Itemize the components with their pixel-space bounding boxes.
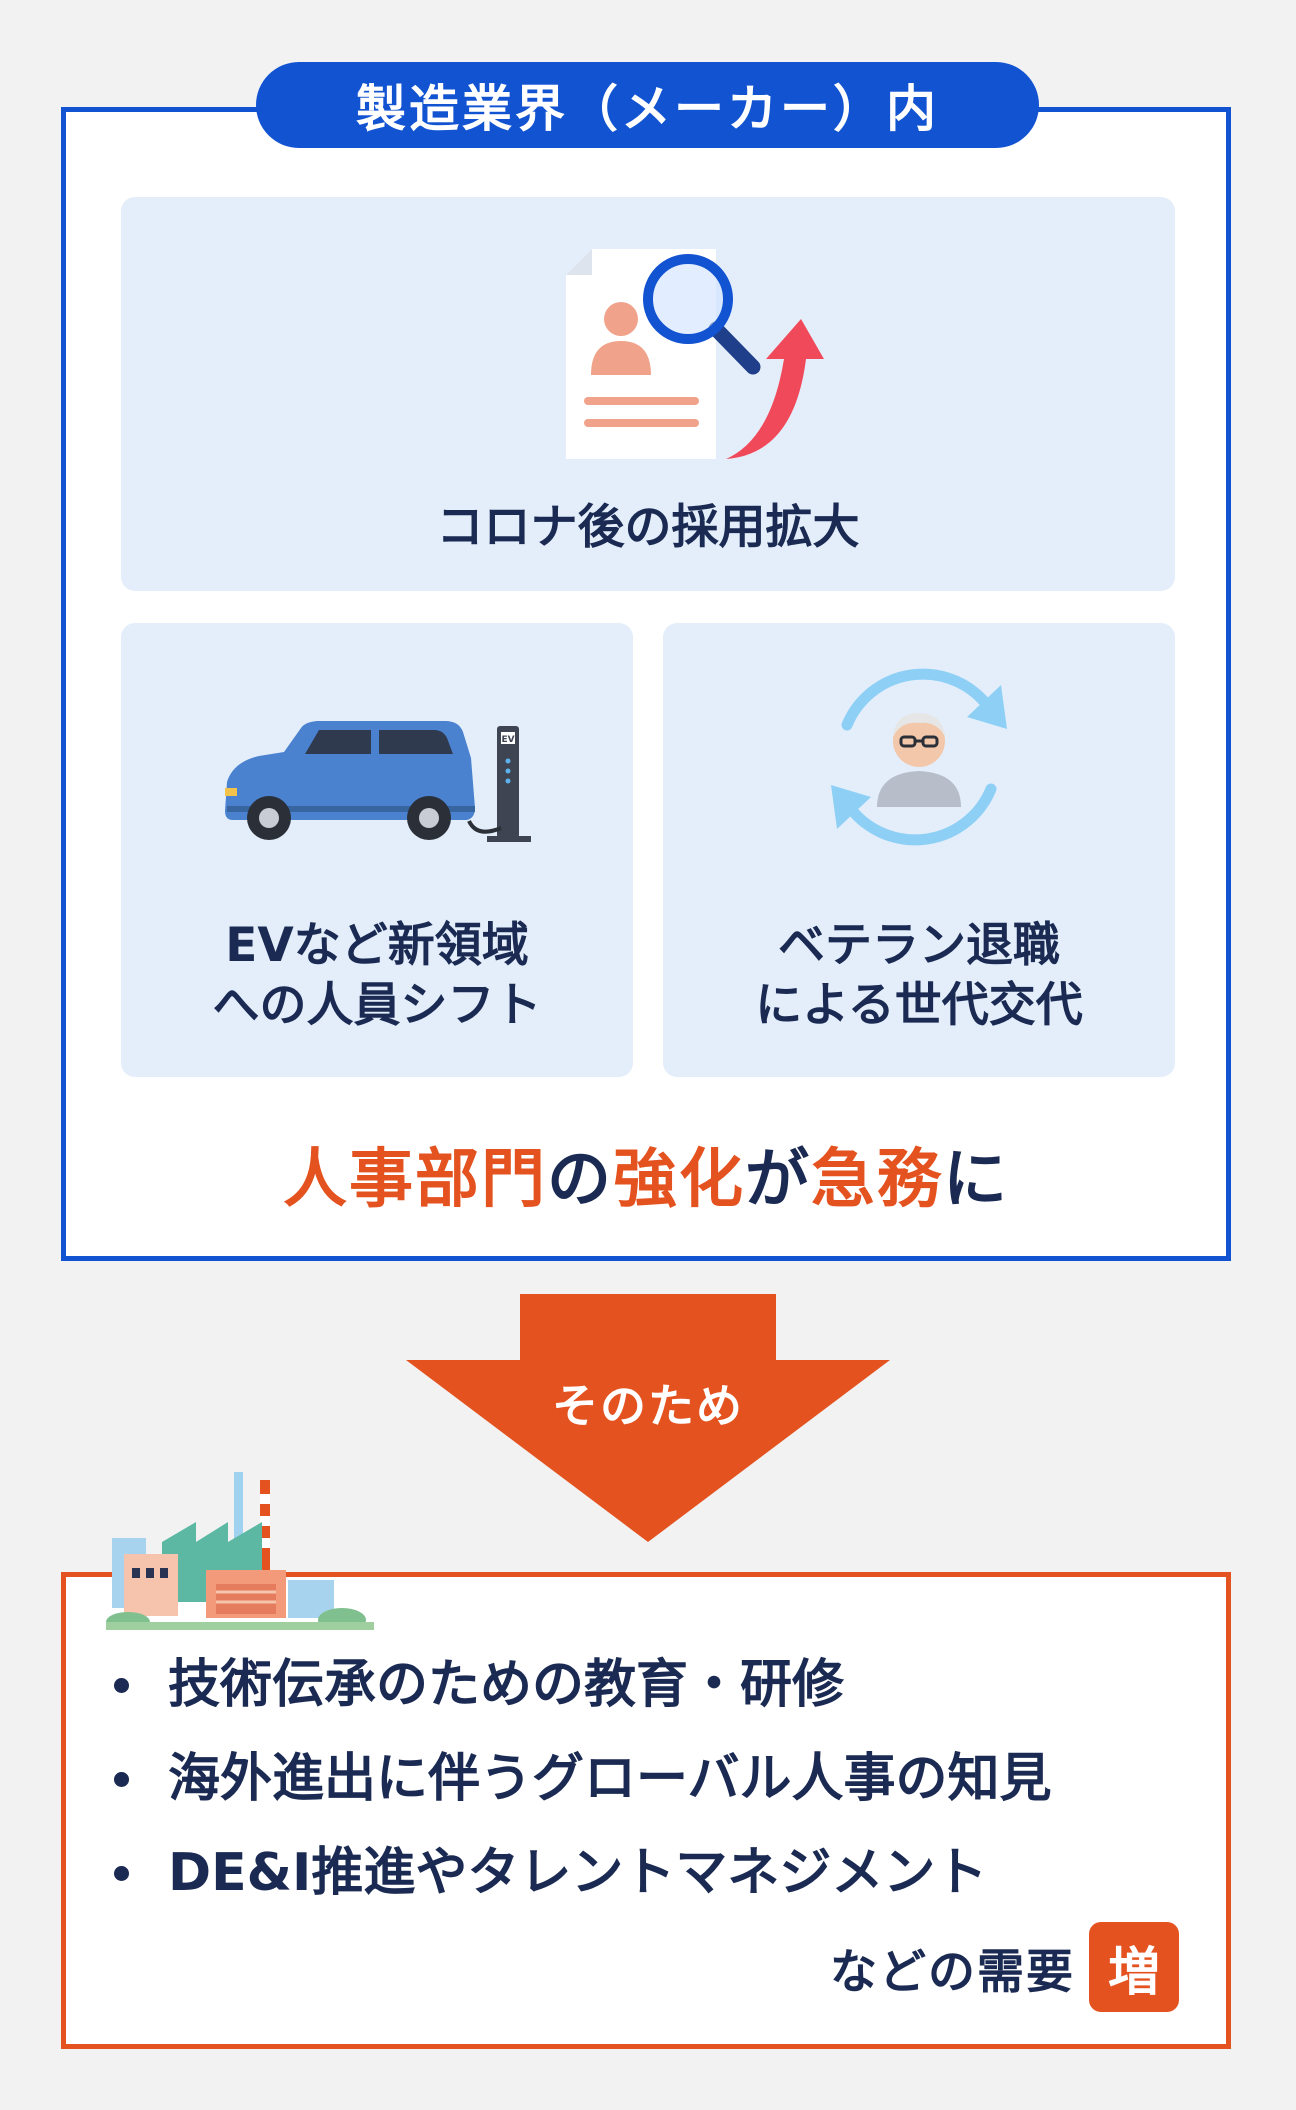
bullet-dot (114, 1678, 129, 1693)
panel-ev-line1: EVなど新領域 (225, 918, 529, 973)
electric-car-icon: EV (225, 721, 531, 842)
demand-box (61, 1572, 1231, 2049)
panel-recruitment-label: コロナ後の採用拡大 (436, 500, 860, 555)
list-item-text: 技術伝承のための教育・研修 (168, 1655, 845, 1715)
list-item-text: 海外進出に伴うグローバル人事の知見 (168, 1749, 1052, 1809)
conclusion-hr-department: 人事部門 (283, 1143, 547, 1217)
list-item: DE&I推進やタレントマネジメント (110, 1826, 1220, 1920)
arrow-label: そのため (552, 1379, 744, 1433)
veteran-cycle-icon (831, 668, 1007, 846)
conclusion-particle-no: の (547, 1143, 613, 1217)
panel-ev-line2: への人員シフト (212, 978, 542, 1033)
panel-veteran-line1: ベテラン退職 (778, 918, 1060, 973)
conclusion-strengthening: 強化 (613, 1143, 745, 1217)
demand-suffix: などの需要 (830, 1944, 1075, 2000)
conclusion-urgent: 急務 (811, 1143, 943, 1217)
section-title: 製造業界（メーカー）内 (256, 62, 1039, 148)
demand-list: 技術伝承のための教育・研修 海外進出に伴うグローバル人事の知見 DE&I推進やタ… (110, 1638, 1220, 1920)
list-item: 海外進出に伴うグローバル人事の知見 (110, 1732, 1220, 1826)
factory-icon (106, 1472, 374, 1630)
conclusion-particle-ga: が (745, 1143, 811, 1217)
panel-veteran-line2: による世代交代 (755, 978, 1083, 1033)
increase-badge: 増 (1089, 1922, 1179, 2012)
list-item: 技術伝承のための教育・研修 (110, 1638, 1220, 1732)
down-arrow-icon (406, 1294, 890, 1542)
charger-label: EV (501, 735, 514, 745)
panel-recruitment: コロナ後の採用拡大 (121, 197, 1175, 591)
panel-ev: EV EVなど新領域 への人員シフト (121, 623, 633, 1077)
resume-search-icon (566, 249, 824, 459)
demand-summary: などの需要 増 (830, 1922, 1179, 2012)
bullet-dot (114, 1772, 129, 1787)
conclusion-text: 人事部門の強化が急務に (61, 1128, 1231, 1218)
panel-veteran: ベテラン退職 による世代交代 (663, 623, 1175, 1077)
list-item-text: DE&I推進やタレントマネジメント (168, 1843, 988, 1903)
conclusion-particle-ni: に (943, 1143, 1009, 1217)
bullet-dot (114, 1866, 129, 1881)
